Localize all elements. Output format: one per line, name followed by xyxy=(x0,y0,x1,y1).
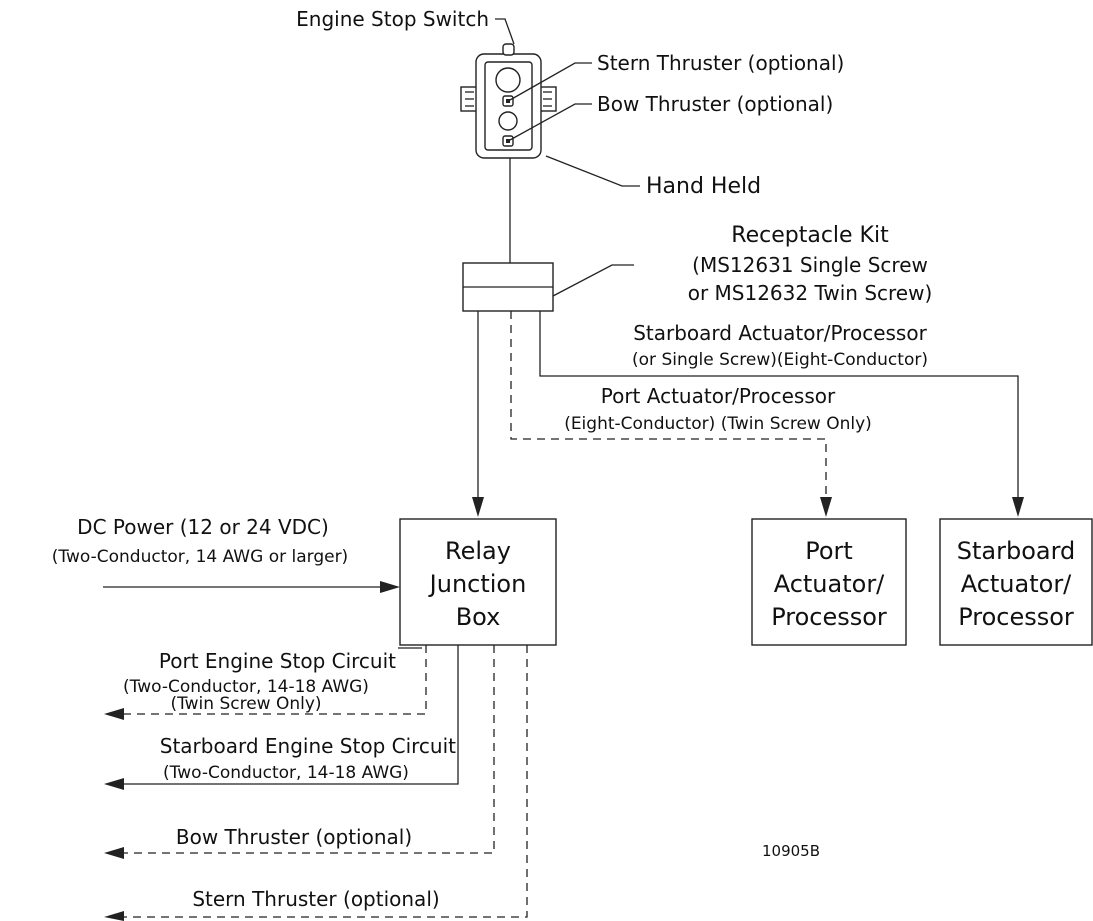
stern-thruster-bottom-label: Stern Thruster (optional) xyxy=(192,887,439,911)
port-engine-stop-label-3: (Twin Screw Only) xyxy=(170,694,321,714)
relay-box-line1: Relay xyxy=(445,537,511,565)
port-engine-stop-label-1: Port Engine Stop Circuit xyxy=(159,649,396,673)
port-cable-label-1: Port Actuator/Processor xyxy=(601,384,836,408)
starboard-engine-stop-label-1: Starboard Engine Stop Circuit xyxy=(160,734,456,758)
engine-stop-switch-nub xyxy=(502,43,515,56)
starboard-engine-stop-label-2: (Two-Conductor, 14-18 AWG) xyxy=(163,763,409,783)
relay-junction-box: Relay Junction Box xyxy=(399,518,557,646)
port-cable-label-2: (Eight-Conductor) (Twin Screw Only) xyxy=(564,414,872,434)
top-button xyxy=(495,67,521,93)
middle-button xyxy=(498,111,518,131)
dc-power-label-2: (Two-Conductor, 14 AWG or larger) xyxy=(52,547,348,567)
starboard-cable-label-1: Starboard Actuator/Processor xyxy=(633,321,927,345)
starboard-box-line2: Actuator/ xyxy=(961,570,1072,598)
stern-thruster-top-label: Stern Thruster (optional) xyxy=(597,51,844,75)
starboard-box-line3: Processor xyxy=(958,603,1074,631)
engine-stop-switch-label: Engine Stop Switch xyxy=(296,7,489,31)
starboard-actuator-box: Starboard Actuator/ Processor xyxy=(939,518,1093,646)
hand-held-label: Hand Held xyxy=(646,174,761,199)
receptacle-kit-line3: or MS12632 Twin Screw) xyxy=(688,281,933,305)
bow-thruster-top-label: Bow Thruster (optional) xyxy=(597,92,833,116)
relay-box-line3: Box xyxy=(456,603,501,631)
port-box-line2: Actuator/ xyxy=(774,570,885,598)
port-box-line1: Port xyxy=(805,537,853,565)
receptacle-kit-title: Receptacle Kit xyxy=(731,223,889,248)
port-engine-stop-label-2: (Two-Conductor, 14-18 AWG) xyxy=(123,677,369,697)
figure-id: 10905B xyxy=(762,842,820,860)
relay-box-line2: Junction xyxy=(428,570,527,598)
port-actuator-box: Port Actuator/ Processor xyxy=(751,518,907,646)
hand-held-unit xyxy=(460,43,557,159)
receptacle-kit-line2: (MS12631 Single Screw xyxy=(692,253,928,277)
starboard-box-line1: Starboard xyxy=(957,537,1076,565)
starboard-cable-label-2: (or Single Screw)(Eight-Conductor) xyxy=(632,350,928,370)
port-box-line3: Processor xyxy=(771,603,887,631)
dc-power-label-1: DC Power (12 or 24 VDC) xyxy=(77,515,329,539)
bow-thruster-bottom-label: Bow Thruster (optional) xyxy=(176,825,412,849)
receptacle-kit xyxy=(462,262,554,312)
